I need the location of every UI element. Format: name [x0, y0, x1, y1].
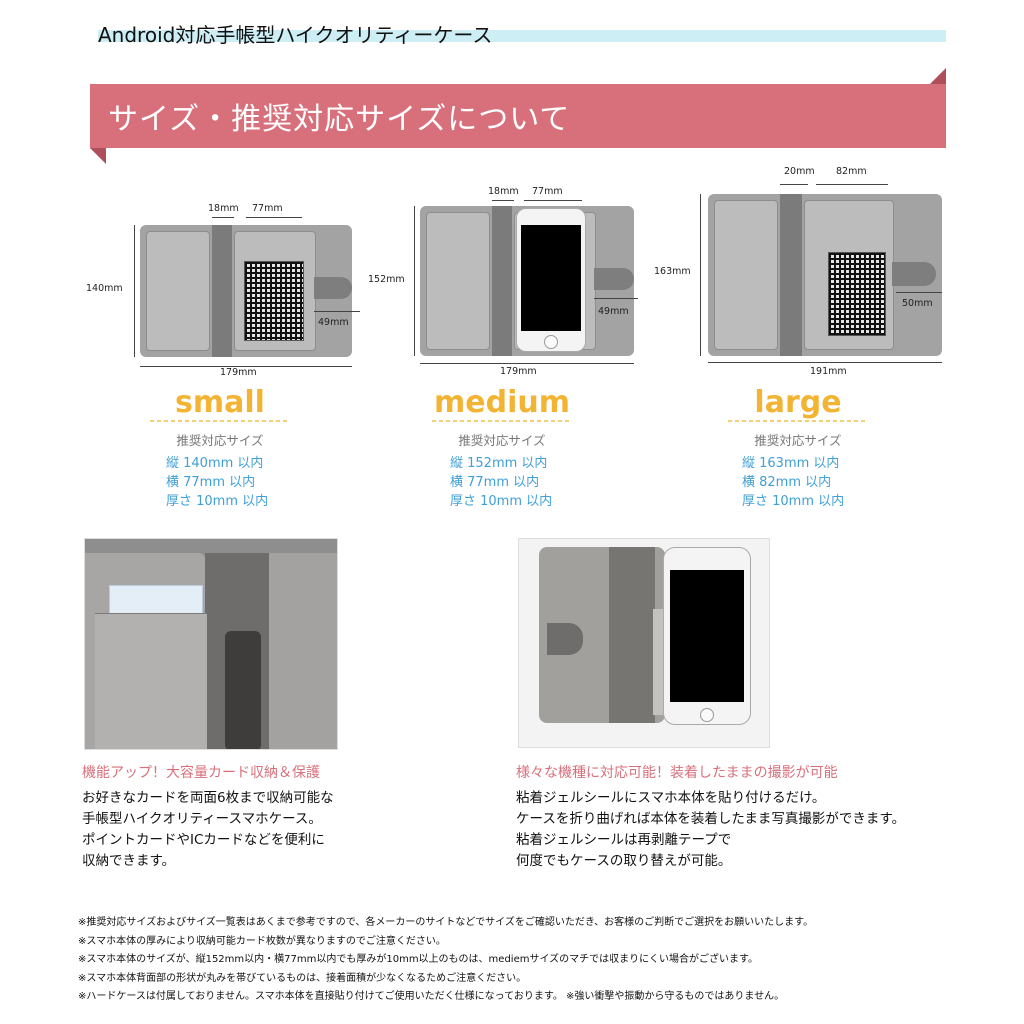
spine-dimension: 20mm	[784, 166, 815, 177]
spine-dimension: 18mm	[208, 203, 239, 214]
width-dimension: 179mm	[500, 366, 537, 377]
size-diagram-large: 163mm 191mm 20mm 82mm 50mm	[650, 162, 950, 380]
spec-line: 横 82mm 以内	[742, 475, 832, 490]
spec-line: 横 77mm 以内	[450, 475, 540, 490]
section-banner	[90, 84, 946, 148]
width-dimension: 179mm	[220, 367, 257, 378]
banner-fold-right	[930, 68, 946, 84]
footnote: ※スマホ本体のサイズが、縦152mm以内・横77mm以内でも厚みが10mm以上の…	[78, 954, 758, 965]
body-line: ポイントカードやICカードなどを便利に	[82, 832, 325, 848]
spec-list-medium: 縦 152mm 以内 横 77mm 以内 厚さ 10mm 以内	[450, 452, 552, 509]
size-name-underline	[432, 420, 572, 422]
adhesive-gel-sheet	[244, 261, 304, 341]
footnote: ※推奨対応サイズおよびサイズ一覧表はあくまで参考ですので、各メーカーのサイトなど…	[78, 917, 814, 928]
case-image-small	[140, 225, 352, 357]
height-dimension: 163mm	[654, 266, 691, 277]
spec-line: 縦 140mm 以内	[166, 456, 264, 471]
title-underline-band	[98, 30, 946, 42]
adhesive-gel-sheet	[828, 252, 886, 336]
case-image-medium	[420, 206, 634, 356]
pocket-dimension: 77mm	[532, 186, 563, 197]
spec-list-small: 縦 140mm 以内 横 77mm 以内 厚さ 10mm 以内	[166, 452, 268, 509]
size-diagram-small: 140mm 179mm 18mm 77mm 49mm	[80, 195, 370, 378]
spec-list-large: 縦 163mm 以内 横 82mm 以内 厚さ 10mm 以内	[742, 452, 844, 509]
clasp-dimension: 50mm	[902, 298, 933, 309]
recommended-size-label: 推奨対応サイズ	[458, 433, 546, 448]
section-banner-title: サイズ・推奨対応サイズについて	[108, 102, 571, 137]
size-name-underline	[150, 420, 290, 422]
phone-screen	[670, 570, 744, 702]
body-line: ケースを折り曲げれば本体を装着したまま写真撮影ができます。	[516, 811, 906, 827]
height-dimension: 152mm	[368, 274, 405, 285]
spec-line: 横 77mm 以内	[166, 475, 256, 490]
case-image-large	[708, 194, 942, 356]
spec-line: 縦 163mm 以内	[742, 456, 840, 471]
body-line: 手帳型ハイクオリティースマホケース。	[82, 811, 322, 827]
recommended-size-label: 推奨対応サイズ	[754, 433, 842, 448]
phone-screen	[521, 225, 581, 331]
pocket-dimension: 82mm	[836, 166, 867, 177]
phone-image	[663, 547, 751, 725]
body-line: 収納できます。	[82, 853, 176, 869]
footnote: ※スマホ本体の厚みにより収納可能カード枚数が異なりますのでご注意ください。	[78, 935, 446, 947]
size-name-small: small	[175, 385, 265, 420]
spec-line: 厚さ 10mm 以内	[450, 494, 553, 509]
footnotes: ※推奨対応サイズおよびサイズ一覧表はあくまで参考ですので、各メーカーのサイトなど…	[78, 914, 813, 1007]
spine-dimension: 18mm	[488, 186, 519, 197]
body-line: 粘着ジェルシールは再剥離テープで	[516, 832, 732, 848]
case-clasp	[314, 277, 352, 299]
body-line: 何度でもケースの取り替えが可能。	[516, 853, 732, 869]
clasp-dimension: 49mm	[598, 306, 629, 317]
width-dimension: 191mm	[810, 366, 847, 377]
size-diagram-medium: 152mm 179mm 18mm 77mm 49mm	[360, 180, 660, 380]
home-button	[700, 708, 714, 722]
spec-line: 厚さ 10mm 以内	[166, 494, 269, 509]
feature-caption-card-storage: 機能アップ！大容量カード収納＆保護	[82, 765, 320, 781]
card-storage-photo	[84, 538, 338, 750]
spec-line: 厚さ 10mm 以内	[742, 494, 845, 509]
feature-body-compatibility: 粘着ジェルシールにスマホ本体を貼り付けるだけ。 ケースを折り曲げれば本体を装着し…	[516, 788, 905, 872]
phone-image	[516, 208, 586, 352]
pocket-dimension: 77mm	[252, 203, 283, 214]
home-button	[544, 335, 558, 349]
clasp-dimension: 49mm	[318, 317, 349, 328]
body-line: 粘着ジェルシールにスマホ本体を貼り付けるだけ。	[516, 790, 826, 806]
footnote: ※スマホ本体背面部の形状が丸みを帯びているものは、接着面積が少なくなるためご注意…	[78, 972, 527, 984]
body-line: お好きなカードを両面6枚まで収納可能な	[82, 790, 334, 806]
size-name-underline	[728, 420, 868, 422]
recommended-size-label: 推奨対応サイズ	[176, 433, 264, 448]
case-clasp	[594, 268, 634, 290]
feature-caption-compatibility: 様々な機種に対応可能！装着したままの撮影が可能	[516, 765, 838, 781]
footnote: ※ハードケースは付属しておりません。スマホ本体を直接貼り付けてご使用いただく仕様…	[78, 991, 785, 1002]
banner-fold-left	[90, 148, 106, 164]
phone-mounted-photo	[518, 538, 770, 748]
page-title: Android対応手帳型ハイクオリティーケース	[98, 23, 493, 47]
feature-body-card-storage: お好きなカードを両面6枚まで収納可能な 手帳型ハイクオリティースマホケース。 ポ…	[82, 788, 334, 872]
height-dimension: 140mm	[86, 283, 123, 294]
size-name-large: large	[754, 385, 842, 420]
size-name-medium: medium	[434, 385, 570, 420]
spec-line: 縦 152mm 以内	[450, 456, 548, 471]
case-clasp	[892, 262, 936, 286]
